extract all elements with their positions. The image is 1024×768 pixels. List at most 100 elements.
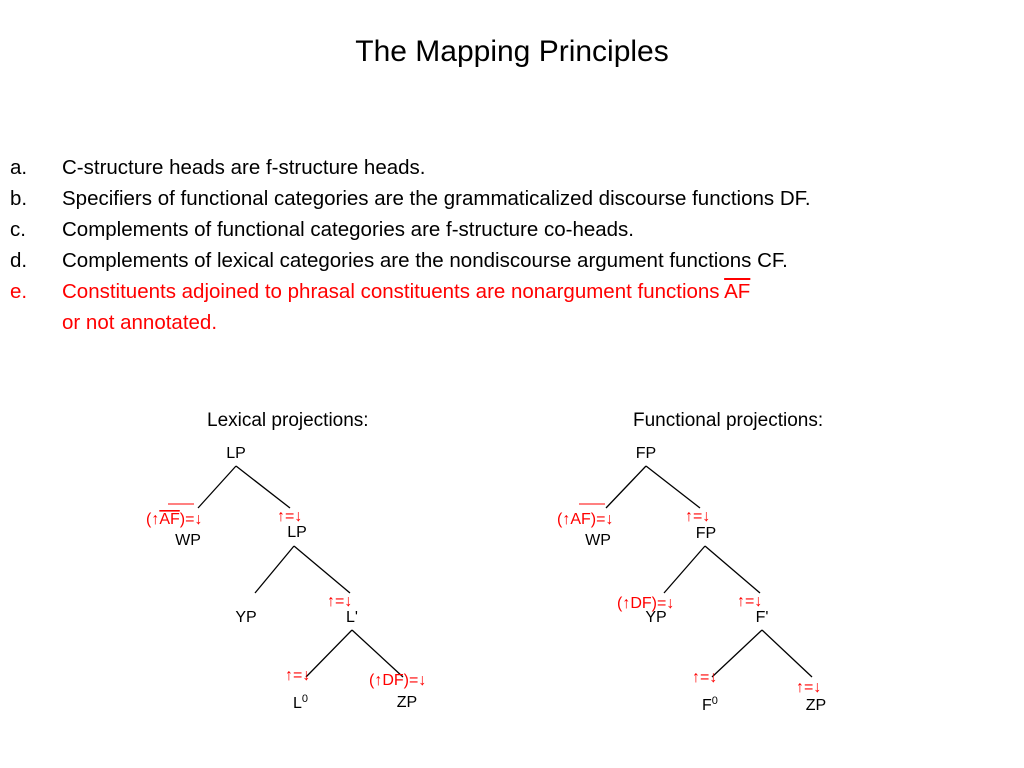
up-arrow-icon: ↑: [285, 667, 293, 684]
af-label: AF: [570, 511, 591, 528]
principle-a: a. C-structure heads are f-structure hea…: [10, 152, 1014, 183]
superscript-zero: 0: [712, 695, 718, 707]
principle-b: b. Specifiers of functional categories a…: [10, 183, 1014, 214]
paren-close: ): [180, 511, 185, 528]
annotation-comp-df: (↑DF)=↓: [369, 672, 426, 689]
principle-letter: d.: [10, 249, 28, 272]
af-overlined: AF: [724, 280, 751, 303]
principle-text: Constituents adjoined to phrasal constit…: [62, 276, 750, 307]
principle-c: c. Complements of functional categories …: [10, 214, 1014, 245]
principle-e: e. Constituents adjoined to phrasal cons…: [10, 276, 1014, 334]
up-arrow-icon: ↑: [737, 593, 745, 610]
annotation-spec-df: (↑DF)=↓: [617, 595, 674, 612]
down-arrow-icon: ↓: [666, 595, 674, 612]
equals-sign: =: [804, 679, 813, 696]
annotation-lbar-head: ↑=↓: [327, 593, 352, 610]
up-arrow-icon: ↑: [562, 511, 570, 528]
node-lp-intermediate: LP: [287, 524, 307, 541]
equals-sign: =: [409, 672, 418, 689]
up-arrow-icon: ↑: [277, 508, 285, 525]
down-arrow-icon: ↓: [344, 593, 352, 610]
lexical-projections-label: Lexical projections:: [207, 410, 369, 431]
annotation-fbar-head: ↑=↓: [737, 593, 762, 610]
node-wp: WP: [585, 532, 611, 549]
branch-fp-fbar: [704, 545, 761, 594]
down-arrow-icon: ↓: [194, 511, 202, 528]
branch-lbar-l0: [305, 629, 353, 678]
node-f0: F0: [702, 695, 718, 714]
equals-sign: =: [185, 511, 194, 528]
paren-open: (: [146, 511, 152, 528]
branch-fbar-zp: [761, 629, 813, 678]
annotation-f0-head: ↑=↓: [692, 669, 717, 686]
branch-lp-wp: [197, 465, 237, 509]
down-arrow-icon: ↓: [702, 508, 710, 525]
annotation-lp-head: ↑=↓: [277, 508, 302, 525]
df-label: DF: [382, 672, 404, 689]
equals-sign: =: [693, 508, 702, 525]
lexical-branches: [197, 465, 404, 678]
node-wp: WP: [175, 532, 201, 549]
lexical-tree: LP (↑AF)=↓ WP ↑=↓ LP YP ↑=↓ L' ↑=↓ L0 (↑…: [146, 445, 426, 712]
principle-letter: e.: [10, 280, 28, 303]
head-letter: L: [293, 695, 302, 712]
node-fp-intermediate: FP: [696, 525, 716, 542]
down-arrow-icon: ↓: [754, 593, 762, 610]
principle-continuation: or not annotated.: [62, 311, 218, 334]
paren-close: ): [591, 511, 596, 528]
branch-lp-yp: [254, 545, 295, 594]
annotation-fp-head: ↑=↓: [685, 508, 710, 525]
paren-open: (: [617, 595, 623, 612]
up-arrow-icon: ↑: [692, 669, 700, 686]
node-yp: YP: [235, 609, 256, 626]
equals-sign: =: [596, 511, 605, 528]
branch-fp-wp: [605, 465, 647, 509]
branch-fbar-f0: [711, 629, 763, 678]
principle-text: Complements of functional categories are…: [62, 218, 634, 241]
principle-letter: b.: [10, 187, 28, 210]
annotation-comp-head: ↑=↓: [796, 679, 821, 696]
down-arrow-icon: ↓: [302, 667, 310, 684]
head-letter: F: [702, 697, 712, 714]
node-l0: L0: [293, 693, 308, 712]
node-fbar: F': [756, 609, 769, 626]
equals-sign: =: [745, 593, 754, 610]
node-zp: ZP: [397, 694, 417, 711]
equals-sign: =: [285, 508, 294, 525]
node-yp: YP: [645, 609, 666, 626]
annotation-l0-head: ↑=↓: [285, 667, 310, 684]
principle-text: Specifiers of functional categories are …: [62, 187, 811, 210]
down-arrow-icon: ↓: [709, 669, 717, 686]
principle-text: C-structure heads are f-structure heads.: [62, 156, 426, 179]
down-arrow-icon: ↓: [418, 672, 426, 689]
paren-open: (: [557, 511, 563, 528]
af-label: AF: [159, 511, 180, 528]
functional-projections-label: Functional projections:: [633, 410, 824, 431]
paren-close: ): [404, 672, 409, 689]
principle-letter: c.: [10, 218, 26, 241]
up-arrow-icon: ↑: [622, 595, 630, 612]
down-arrow-icon: ↓: [605, 511, 613, 528]
annotation-adjunct-af: (↑AF)=↓: [146, 511, 202, 528]
principles-list: a. C-structure heads are f-structure hea…: [10, 152, 1014, 334]
node-zp: ZP: [806, 697, 826, 714]
up-arrow-icon: ↑: [327, 593, 335, 610]
functional-branches: [605, 465, 813, 678]
branch-lp-lp: [235, 465, 291, 509]
down-arrow-icon: ↓: [294, 508, 302, 525]
up-arrow-icon: ↑: [685, 508, 693, 525]
paren-close: ): [652, 595, 657, 612]
paren-open: (: [369, 672, 375, 689]
up-arrow-icon: ↑: [374, 672, 382, 689]
equals-sign: =: [293, 667, 302, 684]
branch-fp-fp: [645, 465, 701, 509]
principle-letter: a.: [10, 156, 28, 179]
principle-text: Complements of lexical categories are th…: [62, 249, 788, 272]
up-arrow-icon: ↑: [796, 679, 804, 696]
branch-fp-yp: [663, 545, 706, 594]
node-fp-root: FP: [636, 445, 656, 462]
branch-lbar-zp: [351, 629, 404, 678]
principle-text-main: Constituents adjoined to phrasal constit…: [62, 280, 725, 303]
branch-lp-lbar: [293, 545, 351, 594]
